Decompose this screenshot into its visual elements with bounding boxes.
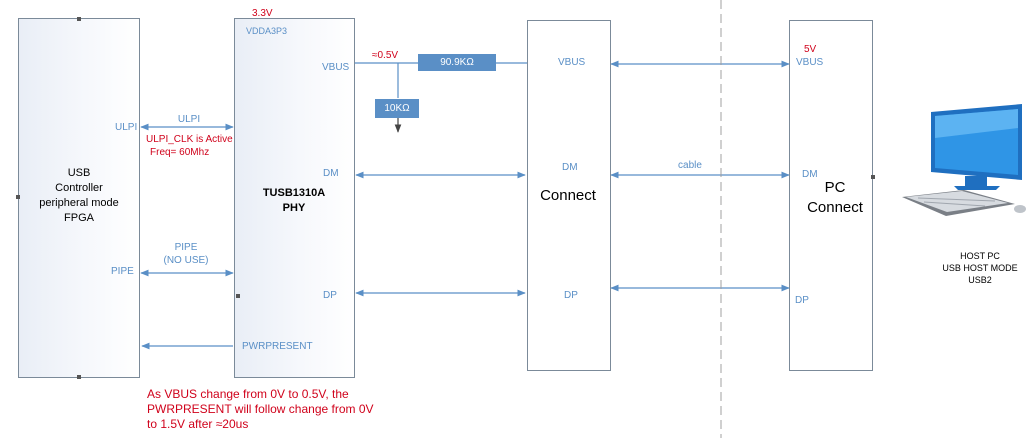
host-pc-caption-line: USB2 bbox=[968, 275, 992, 285]
phy-supply-voltage: 3.3V bbox=[252, 8, 273, 19]
pc-connect-title: PC Connect bbox=[807, 178, 863, 218]
ulpi-clock-note-line: ULPI_CLK is Active bbox=[146, 134, 233, 145]
phy-pwrpresent-pin: PWRPRESENT bbox=[242, 341, 313, 352]
fpga-label: USB Controller peripheral mode FPGA bbox=[39, 166, 119, 226]
connect-title: Connect bbox=[540, 187, 596, 204]
pc-dm-pin: DM bbox=[802, 169, 818, 180]
pc-connect-title-line: Connect bbox=[807, 199, 863, 216]
fpga-label-line: peripheral mode bbox=[39, 197, 119, 209]
vbus-level-label: ≈0.5V bbox=[372, 50, 399, 61]
fpga-label-line: USB bbox=[67, 167, 91, 179]
phy-vbus-pin: VBUS bbox=[322, 62, 350, 73]
fpga-pin-dot bbox=[77, 375, 81, 379]
pc-connect-block bbox=[789, 20, 873, 371]
phy-title-line: PHY bbox=[282, 202, 306, 214]
pipe-label-line: (NO USE) bbox=[163, 255, 209, 266]
host-pc-caption-line: HOST PC bbox=[960, 251, 1000, 261]
pc-vbus-pin: VBUS bbox=[796, 57, 824, 68]
cable-label: cable bbox=[678, 160, 702, 171]
phy-dm-pin: DM bbox=[323, 168, 339, 179]
pipe-label-line: PIPE bbox=[174, 242, 198, 253]
vbus-pwrpresent-note: As VBUS change from 0V to 0.5V, the PWRP… bbox=[147, 387, 374, 432]
fpga-pin-dot bbox=[77, 17, 81, 21]
fpga-ulpi-pin: ULPI bbox=[115, 122, 138, 133]
phy-block bbox=[234, 18, 355, 378]
fpga-label-line: Controller bbox=[55, 182, 103, 194]
ulpi-clock-note: ULPI_CLK is Active Freq= 60Mhz bbox=[146, 133, 233, 159]
pc-supply-voltage: 5V bbox=[804, 44, 817, 55]
connect-dm-pin: DM bbox=[562, 162, 578, 173]
note-line: PWRPRESENT will follow change from 0V bbox=[147, 402, 374, 416]
host-pc-caption: HOST PC USB HOST MODE USB2 bbox=[942, 250, 1017, 286]
fpga-pin-dot bbox=[16, 195, 20, 199]
host-pc-icon bbox=[902, 104, 1026, 216]
connect-vbus-pin: VBUS bbox=[558, 57, 586, 68]
ulpi-clock-note-line: Freq= 60Mhz bbox=[150, 147, 210, 158]
connect-dp-pin: DP bbox=[564, 290, 578, 301]
phy-dp-pin: DP bbox=[323, 290, 337, 301]
pc-connect-title-line: PC bbox=[824, 179, 846, 196]
series-resistor: 90.9KΩ bbox=[418, 54, 496, 71]
fpga-block bbox=[18, 18, 140, 378]
host-pc-caption-line: USB HOST MODE bbox=[942, 263, 1018, 273]
pc-connect-pin-dot bbox=[871, 175, 875, 179]
ulpi-label: ULPI bbox=[177, 114, 201, 125]
phy-title-line: TUSB1310A bbox=[262, 187, 326, 199]
pc-dp-pin: DP bbox=[795, 295, 809, 306]
phy-pin-dot bbox=[236, 294, 240, 298]
pipe-label: PIPE (NO USE) bbox=[164, 241, 209, 267]
phy-title: TUSB1310A PHY bbox=[263, 186, 325, 216]
phy-vdda-pin: VDDA3P3 bbox=[246, 26, 288, 36]
note-line: to 1.5V after ≈20us bbox=[147, 417, 249, 431]
connect-block bbox=[527, 20, 611, 371]
note-line: As VBUS change from 0V to 0.5V, the bbox=[147, 387, 349, 401]
fpga-label-line: FPGA bbox=[64, 212, 94, 224]
ground-resistor: 10KΩ bbox=[375, 99, 419, 118]
fpga-pipe-pin: PIPE bbox=[111, 266, 134, 277]
